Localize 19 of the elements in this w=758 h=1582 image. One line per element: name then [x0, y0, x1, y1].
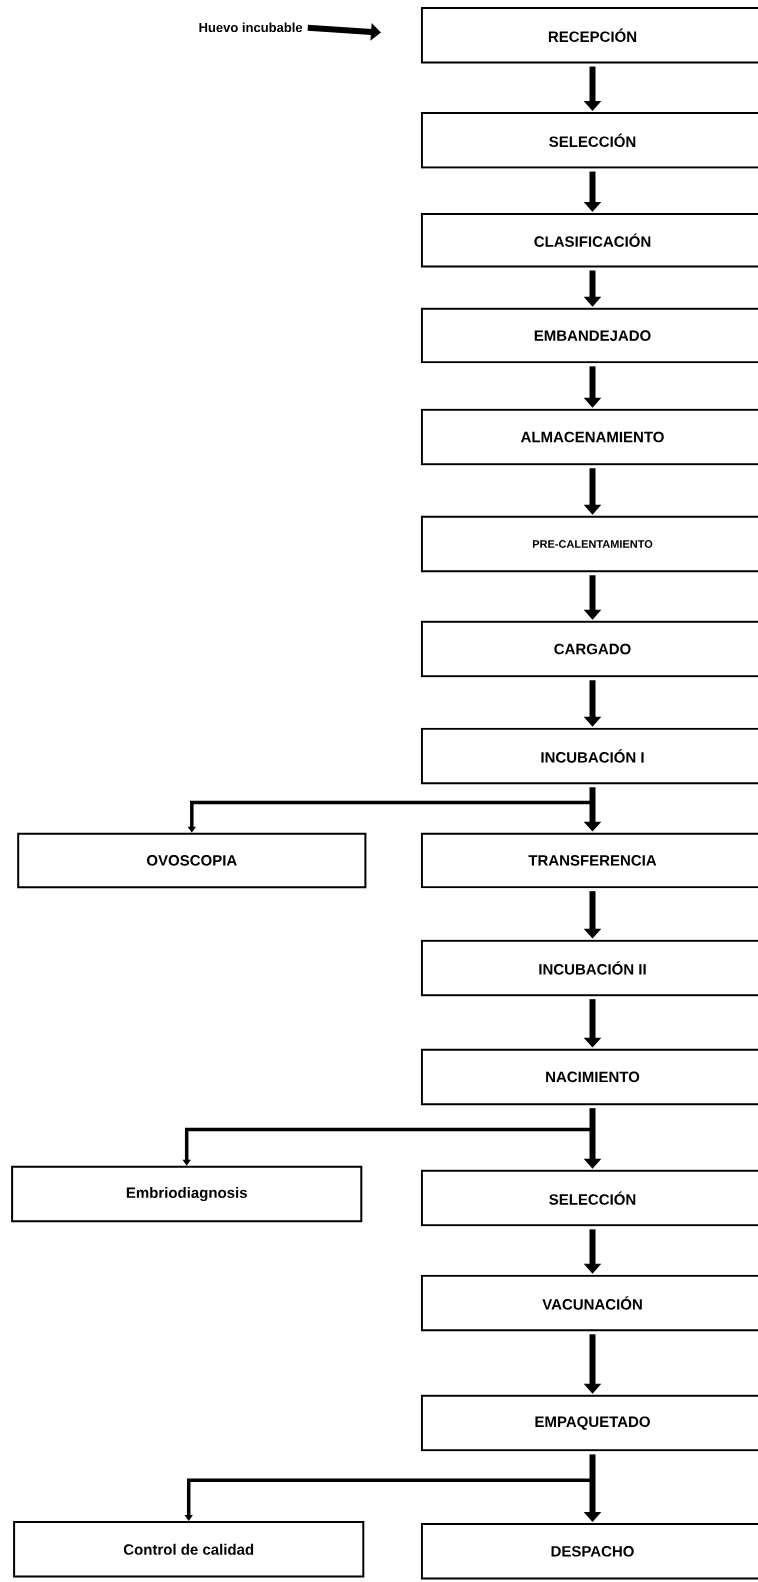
- process-box: RECEPCIÓN: [420, 7, 758, 64]
- process-box: VACUNACIÓN: [420, 1274, 758, 1332]
- process-box: INCUBACIÓN II: [420, 939, 758, 997]
- process-box: Embriodiagnosis: [11, 1165, 363, 1223]
- process-box: INCUBACIÓN I: [420, 727, 758, 785]
- process-box: ALMACENAMIENTO: [420, 408, 758, 466]
- process-box: CLASIFICACIÓN: [420, 212, 758, 268]
- process-box: NACIMIENTO: [420, 1048, 758, 1106]
- process-box: EMPAQUETADO: [420, 1394, 758, 1452]
- process-box: DESPACHO: [420, 1523, 758, 1580]
- process-box: Control de calidad: [13, 1521, 365, 1578]
- process-box: TRANSFERENCIA: [420, 832, 758, 889]
- process-box: EMBANDEJADO: [420, 307, 758, 364]
- process-box: SELECCIÓN: [420, 112, 758, 169]
- process-box: OVOSCOPIA: [17, 832, 367, 889]
- process-box: CARGADO: [420, 620, 758, 678]
- process-box: SELECCIÓN: [420, 1169, 758, 1227]
- process-box: PRE-CALENTAMIENTO: [420, 515, 758, 573]
- input-label: Huevo incubable: [199, 22, 303, 33]
